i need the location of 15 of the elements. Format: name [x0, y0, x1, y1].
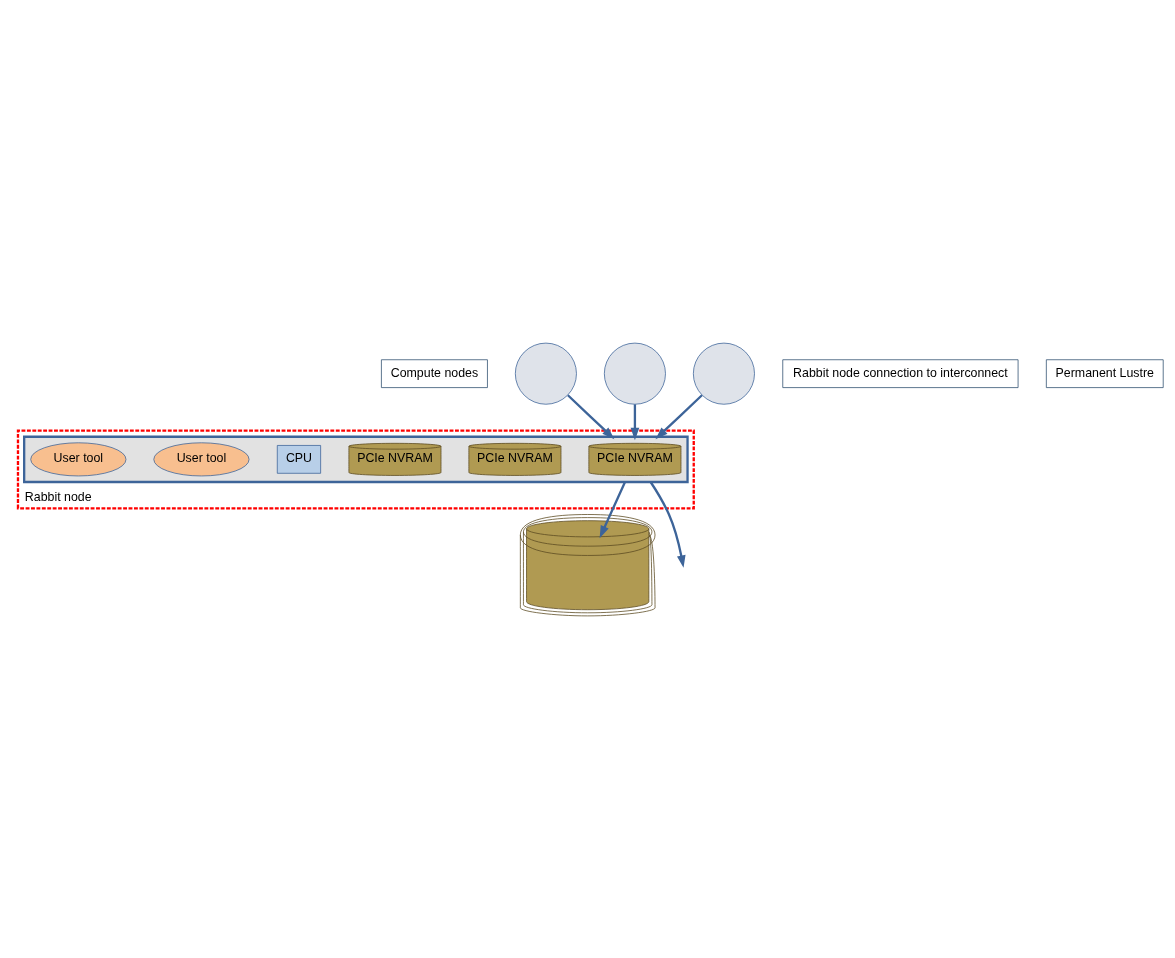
- node-circle: [514, 342, 577, 405]
- arrow: [567, 393, 615, 439]
- node-ellipse: User tool: [30, 441, 127, 476]
- arrow: [630, 403, 640, 440]
- node-box: Permanent Lustre: [1045, 358, 1164, 388]
- arrow: [599, 481, 627, 538]
- node-box: Compute nodes: [381, 358, 488, 388]
- arrow: [649, 480, 686, 568]
- node-box: CPU: [276, 444, 322, 474]
- node-circle: [692, 342, 755, 405]
- node-ellipse: User tool: [153, 441, 250, 476]
- arrow: [655, 393, 703, 439]
- node-circle: [603, 342, 666, 405]
- cluster: [23, 435, 689, 483]
- node-box: Rabbit node connection to interconnect: [782, 358, 1019, 388]
